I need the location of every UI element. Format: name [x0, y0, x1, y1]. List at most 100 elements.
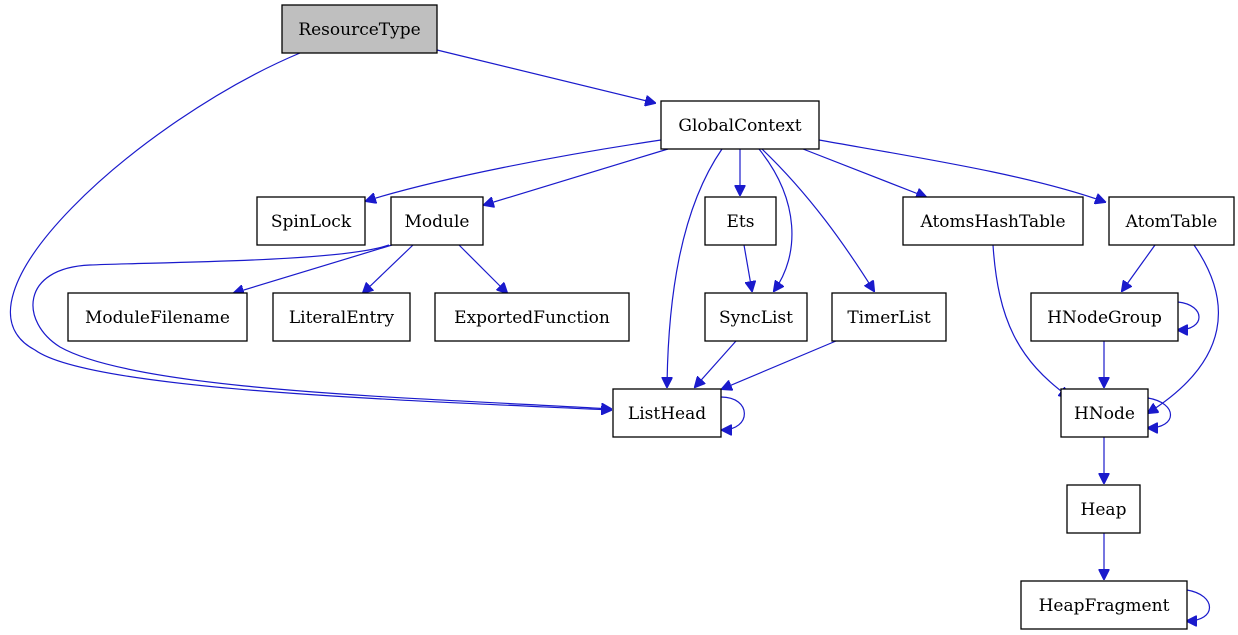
- node-box: [660, 100, 820, 150]
- node-box: [902, 196, 1084, 246]
- node-box: [1020, 580, 1188, 630]
- node-box: [1060, 388, 1149, 438]
- node-label: Module: [405, 212, 470, 232]
- edge-module-to-exported-function: [458, 244, 507, 293]
- node-literal-entry[interactable]: LiteralEntry: [272, 292, 411, 342]
- edge-arrow: [436, 49, 655, 103]
- node-heap[interactable]: Heap: [1066, 484, 1141, 534]
- edge-sync-list-to-list-head: [695, 340, 737, 387]
- edge-arrow: [1187, 589, 1211, 621]
- node-box: [434, 292, 630, 342]
- edge-arrow: [992, 244, 1069, 397]
- edge-hnode-to-hnode: [1148, 397, 1172, 428]
- edge-arrow: [9, 52, 611, 410]
- edge-arrow: [458, 244, 507, 293]
- node-label: Heap: [1081, 500, 1127, 520]
- node-label: ModuleFilename: [85, 308, 230, 328]
- node-heap-fragment[interactable]: HeapFragment: [1020, 580, 1188, 630]
- node-resource-type[interactable]: ResourceType: [281, 4, 438, 54]
- edge-arrow: [722, 340, 837, 389]
- edge-hnode-group-to-hnode-group: [1178, 301, 1200, 330]
- node-box: [390, 196, 484, 246]
- edge-global-context-to-sync-list: [758, 148, 793, 291]
- edge-global-context-to-list-head: [667, 148, 723, 387]
- node-box: [281, 4, 438, 54]
- edge-arrow: [1178, 301, 1200, 330]
- edge-atom-table-to-hnode-group: [1122, 244, 1156, 291]
- node-spin-lock[interactable]: SpinLock: [256, 196, 366, 246]
- node-label: ListHead: [628, 404, 706, 424]
- node-box: [1030, 292, 1179, 342]
- node-label: Ets: [727, 212, 755, 232]
- edge-arrow: [1122, 244, 1156, 291]
- edge-resource-type-to-list-head: [9, 52, 611, 410]
- edge-arrow: [234, 244, 393, 293]
- node-box: [831, 292, 947, 342]
- node-label: LiteralEntry: [289, 308, 395, 328]
- edge-arrow: [818, 139, 1105, 202]
- edge-atoms-hash-table-to-hnode: [992, 244, 1069, 397]
- edge-atom-table-to-hnode: [1148, 244, 1219, 413]
- node-atom-table[interactable]: AtomTable: [1108, 196, 1235, 246]
- node-list-head[interactable]: ListHead: [612, 388, 722, 438]
- edge-arrow: [366, 139, 662, 201]
- edge-global-context-to-atom-table: [818, 139, 1105, 202]
- edge-global-context-to-atoms-hash-table: [802, 148, 926, 197]
- edge-global-context-to-spin-lock: [366, 139, 662, 201]
- node-module-filename[interactable]: ModuleFilename: [67, 292, 248, 342]
- node-atoms-hash-table[interactable]: AtomsHashTable: [902, 196, 1084, 246]
- node-hnode[interactable]: HNode: [1060, 388, 1149, 438]
- node-label: GlobalContext: [678, 116, 801, 136]
- edge-ets-to-sync-list: [743, 244, 752, 291]
- edge-module-to-list-head: [32, 244, 611, 409]
- edge-arrow: [363, 244, 414, 293]
- node-box: [256, 196, 366, 246]
- node-box: [67, 292, 248, 342]
- edge-layer: [9, 49, 1219, 621]
- edge-list-head-to-list-head: [721, 396, 745, 430]
- edge-arrow: [484, 148, 669, 205]
- edge-arrow: [761, 148, 874, 291]
- edge-module-to-literal-entry: [363, 244, 414, 293]
- node-timer-list[interactable]: TimerList: [831, 292, 947, 342]
- edge-resource-type-to-global-context: [436, 49, 655, 103]
- edge-arrow: [667, 148, 723, 387]
- node-box: [704, 196, 777, 246]
- edge-arrow: [802, 148, 926, 197]
- edge-arrow: [1148, 244, 1219, 413]
- node-ets[interactable]: Ets: [704, 196, 777, 246]
- node-exported-function[interactable]: ExportedFunction: [434, 292, 630, 342]
- edge-arrow: [721, 396, 745, 430]
- edge-arrow: [1148, 397, 1172, 428]
- node-label: AtomTable: [1125, 212, 1218, 232]
- node-sync-list[interactable]: SyncList: [704, 292, 808, 342]
- node-box: [1108, 196, 1235, 246]
- edge-heap-fragment-to-heap-fragment: [1187, 589, 1211, 621]
- node-hnode-group[interactable]: HNodeGroup: [1030, 292, 1179, 342]
- node-module[interactable]: Module: [390, 196, 484, 246]
- edge-arrow: [743, 244, 752, 291]
- node-box: [1066, 484, 1141, 534]
- edge-timer-list-to-list-head: [722, 340, 837, 389]
- edge-arrow: [32, 244, 611, 409]
- node-label: SyncList: [719, 308, 793, 328]
- edge-global-context-to-module: [484, 148, 669, 205]
- node-global-context[interactable]: GlobalContext: [660, 100, 820, 150]
- node-label: HNode: [1074, 404, 1135, 424]
- edge-arrow: [758, 148, 793, 291]
- node-label: ExportedFunction: [454, 308, 610, 328]
- node-box: [704, 292, 808, 342]
- node-label: SpinLock: [271, 212, 352, 232]
- edge-arrow: [695, 340, 737, 387]
- edge-module-to-module-filename: [234, 244, 393, 293]
- node-label: AtomsHashTable: [919, 212, 1065, 232]
- edge-global-context-to-timer-list: [761, 148, 874, 291]
- node-box: [272, 292, 411, 342]
- node-box: [612, 388, 722, 438]
- node-label: TimerList: [847, 308, 931, 328]
- node-label: ResourceType: [298, 20, 420, 40]
- node-label: HeapFragment: [1039, 596, 1170, 616]
- node-label: HNodeGroup: [1047, 308, 1162, 328]
